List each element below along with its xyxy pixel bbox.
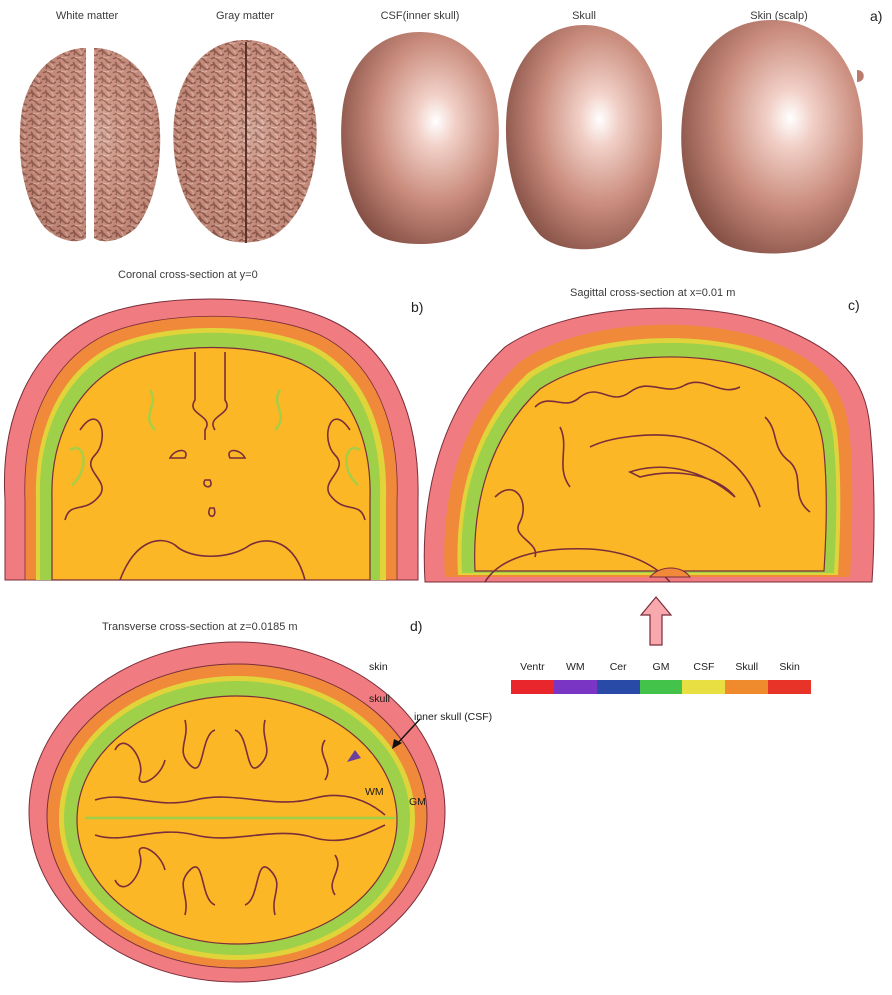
legend-label-gm: GM (640, 661, 683, 675)
legend-label-wm: WM (554, 661, 597, 675)
transverse-section (25, 640, 455, 985)
legend-swatch-gm (640, 680, 683, 694)
up-arrow-icon (639, 595, 673, 647)
white-matter-model (20, 48, 160, 241)
model-renders (0, 0, 892, 260)
legend-label-skull: Skull (725, 661, 768, 675)
legend-swatch-ventr (511, 680, 554, 694)
legend-swatch-skull (725, 680, 768, 694)
legend-label-csf: CSF (682, 661, 725, 675)
annotation-gm: GM (409, 796, 426, 808)
annotation-skin: skin (369, 661, 388, 673)
skin-model (681, 20, 863, 254)
annotation-wm: WM (365, 786, 384, 798)
annotation-skull: skull (369, 693, 390, 705)
sagittal-section (420, 297, 890, 582)
skull-model (506, 25, 662, 249)
legend-swatch-csf (682, 680, 725, 694)
panel-label-d: d) (410, 618, 422, 634)
transverse-title: Transverse cross-section at z=0.0185 m (102, 621, 298, 633)
legend-swatch-cer (597, 680, 640, 694)
gray-matter-model (173, 40, 316, 243)
legend-labels: Ventr WM Cer GM CSF Skull Skin (511, 661, 811, 675)
legend-label-skin: Skin (768, 661, 811, 675)
legend-label-cer: Cer (597, 661, 640, 675)
csf-model (341, 32, 499, 244)
legend-color-bar (511, 680, 811, 694)
legend-label-ventr: Ventr (511, 661, 554, 675)
legend-swatch-skin (768, 680, 811, 694)
annotation-arrow-icon (380, 715, 440, 775)
legend-swatch-wm (554, 680, 597, 694)
coronal-section (0, 280, 430, 580)
